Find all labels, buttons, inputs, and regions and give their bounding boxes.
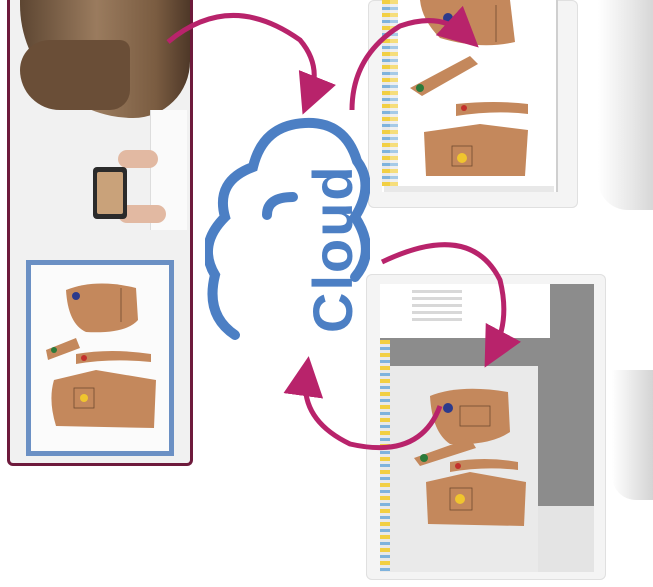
arrow-cloud-to-bottom — [382, 245, 504, 350]
arrow-cloud-to-top — [352, 21, 464, 110]
arrow-photo-to-cloud — [168, 15, 314, 96]
arrow-bottom-to-cloud — [305, 376, 440, 448]
